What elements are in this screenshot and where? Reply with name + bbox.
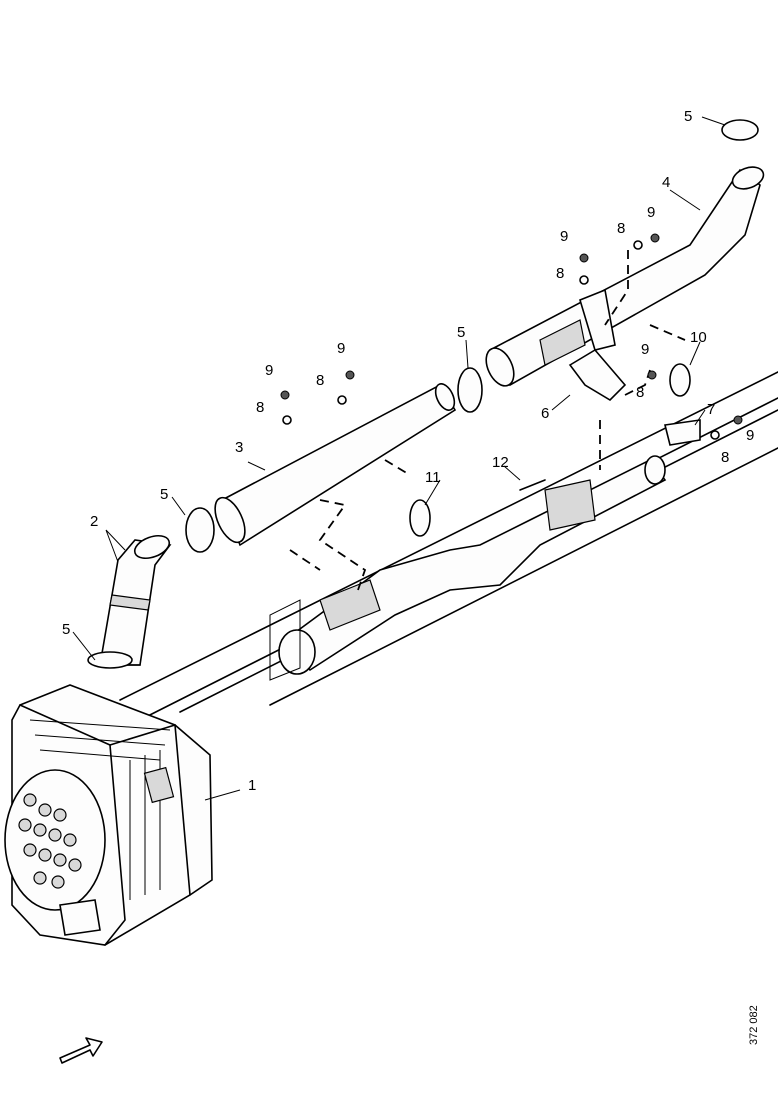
callout-5-middle: 5 [457,324,466,341]
callout-9-upper: 9 [647,204,656,221]
pipe-4 [485,166,765,387]
callout-4: 4 [662,174,671,191]
callout-7: 7 [707,401,716,418]
y-pipe-assembly [269,455,667,681]
callout-11: 11 [425,469,441,486]
callout-3: 3 [235,439,244,456]
callout-9-right: 9 [641,341,650,358]
callout-1: 1 [248,777,257,794]
callout-12: 12 [492,454,509,471]
pipe-3 [214,383,457,547]
silencer-unit [4,684,213,946]
callout-8-lower-right: 8 [721,449,730,466]
callout-6: 6 [541,405,550,422]
leader-lines [72,116,726,801]
clamps [87,119,759,669]
callout-9-left-mid: 9 [337,340,346,357]
hidden-lines [289,250,686,591]
callout-9-center: 9 [560,228,569,245]
callout-10: 10 [690,329,707,346]
callout-5-top-right: 5 [684,108,693,125]
callout-2: 2 [90,513,99,530]
callout-8-left: 8 [256,399,265,416]
callout-8-left-mid: 8 [316,372,325,389]
pipe-2 [99,534,172,666]
silencer-outlet-holes [18,793,82,889]
callout-8-center: 8 [556,265,565,282]
fasteners [280,233,743,491]
callout-9-left: 9 [265,362,274,379]
callout-9-far-right: 9 [746,427,755,444]
callout-5-lower-left: 5 [62,621,71,638]
callout-5-left: 5 [160,486,169,503]
drawing-reference-code: 372 082 [748,1005,760,1045]
callout-8-right: 8 [636,384,645,401]
callout-8-upper: 8 [617,220,626,237]
forward-arrow-icon [59,1037,103,1064]
brackets [568,288,701,446]
